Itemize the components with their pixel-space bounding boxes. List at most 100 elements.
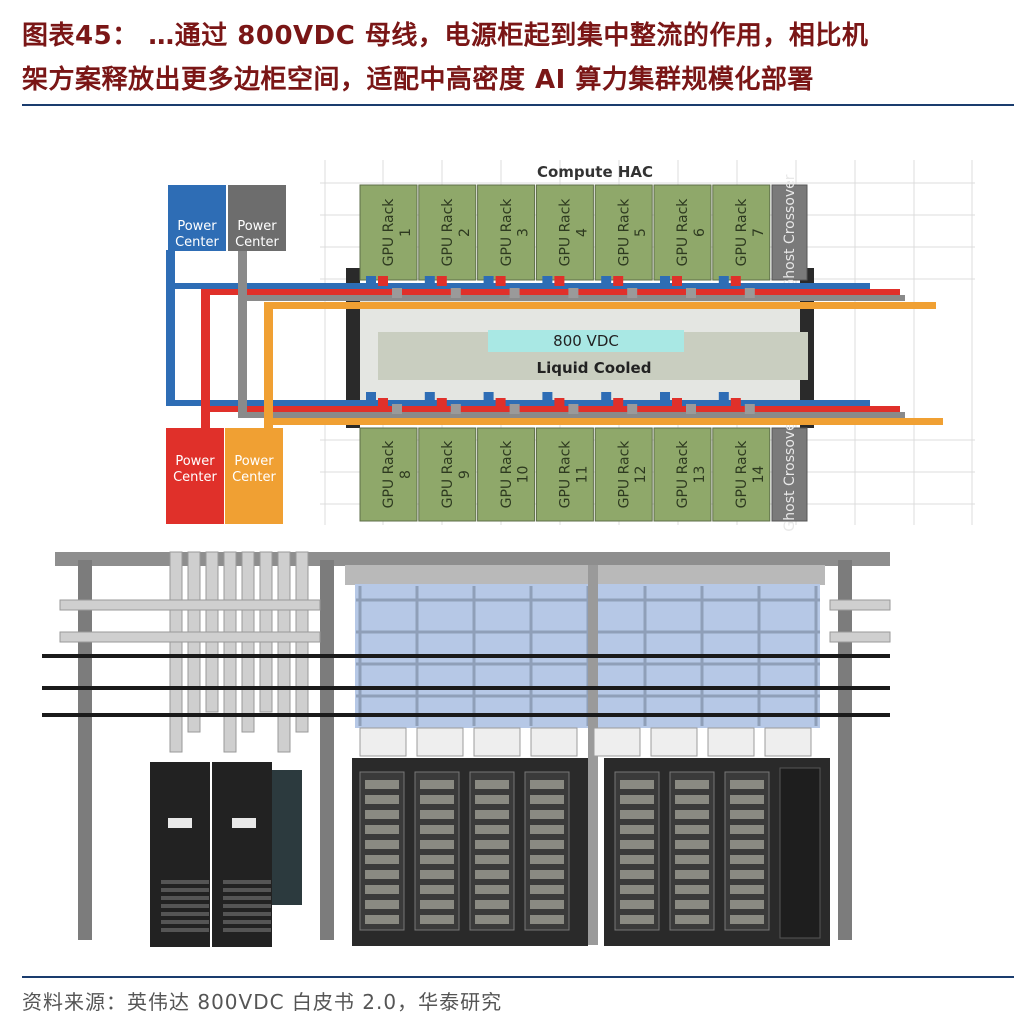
cabinet-vent — [161, 880, 209, 884]
tap-bottom-gray — [744, 404, 755, 414]
top-of-rack-boxes — [359, 727, 812, 757]
busbar-bottom-gray — [240, 412, 905, 418]
power-center-gray-label-2: Center — [235, 235, 279, 250]
busbars-top — [170, 283, 936, 309]
server-tray — [420, 885, 454, 894]
server-tray — [365, 885, 399, 894]
server-tray — [530, 795, 564, 804]
figure-title: 图表45： …通过 800VDC 母线，电源柜起到集中整流的作用，相比机 架方案… — [22, 14, 1017, 102]
ghost-crossover-top — [771, 184, 808, 281]
server-tray — [730, 900, 764, 909]
server-tray — [530, 870, 564, 879]
power-center-blue-label-1: Power — [177, 219, 217, 234]
top-of-rack-box — [530, 727, 578, 757]
tap-bottom-blue — [542, 392, 553, 402]
bottom-rack-1-label: GPU Rack8 — [381, 440, 414, 509]
tap-top-red — [378, 276, 388, 286]
enclosure-ceiling — [345, 565, 825, 585]
tap-top-gray — [392, 288, 402, 298]
top-rack-1 — [359, 184, 418, 281]
frame-post-left — [78, 560, 92, 940]
bottom-rack-7-label: GPU Rack14 — [734, 440, 767, 509]
tap-top-red — [672, 276, 682, 286]
bottom-rack-4 — [535, 427, 594, 522]
cabinet-vent — [223, 920, 271, 924]
coolant-manifold — [59, 631, 321, 643]
tap-bottom-red — [672, 398, 682, 408]
tap-top-red — [495, 276, 506, 286]
tap-bottom-red — [436, 398, 447, 408]
server-tray — [620, 840, 654, 849]
cable-rail-1 — [42, 654, 890, 658]
server-tray — [730, 780, 764, 789]
server-tray — [675, 825, 709, 834]
server-tray — [530, 810, 564, 819]
coolant-manifold — [59, 599, 321, 611]
server-tray — [475, 840, 509, 849]
server-tray — [730, 915, 764, 924]
tap-top-blue — [601, 276, 612, 286]
top-of-rack-box — [707, 727, 755, 757]
compute-hac-label: Compute HAC — [537, 163, 653, 181]
server-tray — [365, 825, 399, 834]
tap-top-gray — [744, 288, 755, 298]
figure-title-line-1: 图表45： …通过 800VDC 母线，电源柜起到集中整流的作用，相比机 — [22, 21, 869, 51]
server-tray — [530, 780, 564, 789]
cabinet-vent — [223, 904, 271, 908]
feeder-gray — [238, 250, 247, 418]
server-tray — [675, 900, 709, 909]
power-center-red-label-2: Center — [173, 470, 217, 485]
power-center-blue-box — [168, 185, 226, 251]
title-divider — [22, 104, 1014, 106]
tap-top-blue — [542, 276, 553, 286]
power-center-blue: Power Center — [168, 185, 226, 251]
tap-bottom-gray — [686, 404, 696, 414]
tap-bottom-gray — [450, 404, 461, 414]
tap-boxes — [366, 276, 755, 414]
power-cabinet-2-badge — [232, 818, 256, 828]
cabinet-vent — [161, 912, 209, 916]
cabinet-vent — [223, 928, 271, 932]
top-rack-4-label: GPU Rack4 — [558, 198, 591, 267]
power-center-orange-label-2: Center — [232, 470, 276, 485]
tap-bottom-red — [495, 398, 506, 408]
coolant-pipe — [277, 551, 291, 753]
bottom-rack-2 — [418, 427, 477, 522]
server-tray — [420, 870, 454, 879]
busbar-bottom-red — [205, 406, 900, 412]
busbar-top-blue — [170, 283, 870, 289]
power-center-blue-label-2: Center — [175, 235, 219, 250]
server-tray — [420, 825, 454, 834]
bottom-rack-2-label: GPU Rack9 — [440, 440, 473, 509]
bottom-rack-3 — [477, 427, 536, 522]
top-rack-2 — [418, 184, 477, 281]
top-rack-2-label: GPU Rack2 — [440, 198, 473, 267]
tap-bottom-red — [554, 398, 565, 408]
power-center-red-label-1: Power — [175, 454, 215, 469]
cable-rail-3 — [42, 713, 890, 717]
top-of-rack-box — [764, 727, 812, 757]
server-tray — [530, 900, 564, 909]
tap-top-blue — [660, 276, 670, 286]
footer-divider — [22, 976, 1014, 978]
server-tray — [420, 840, 454, 849]
cabinet-vent — [161, 928, 209, 932]
server-tray — [475, 780, 509, 789]
server-tray — [475, 915, 509, 924]
tap-bottom-blue — [718, 392, 729, 402]
server-tray — [675, 780, 709, 789]
tap-top-red — [436, 276, 447, 286]
server-tray — [530, 885, 564, 894]
server-tray — [620, 855, 654, 864]
top-rack-1-label: GPU Rack1 — [381, 198, 414, 267]
top-rack-3-label: GPU Rack3 — [499, 198, 532, 267]
cabinet-vent — [161, 896, 209, 900]
server-tray — [675, 840, 709, 849]
top-of-rack-box — [359, 727, 407, 757]
server-racks — [352, 758, 830, 946]
power-center-orange-box — [225, 428, 283, 524]
top-of-rack-box — [416, 727, 464, 757]
server-tray — [675, 915, 709, 924]
power-center-orange: Power Center — [225, 428, 283, 524]
